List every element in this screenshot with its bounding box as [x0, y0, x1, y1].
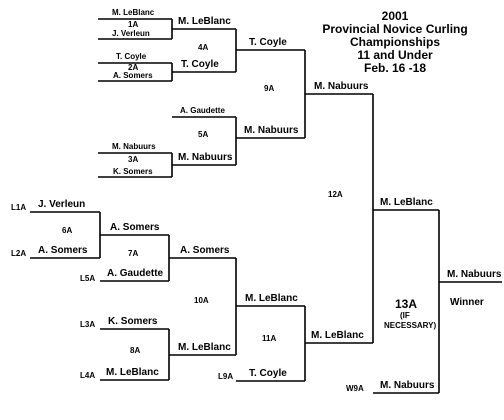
team-label: K. Somers — [108, 316, 158, 327]
source-label: W9A — [346, 384, 364, 393]
source-label: L5A — [80, 274, 96, 283]
game-label: 9A — [264, 84, 275, 93]
team-label: M. Nabuurs — [112, 142, 156, 151]
tournament-title: 2001 Provincial Novice Curling Champions… — [315, 10, 475, 75]
game-label: 7A — [128, 249, 139, 258]
title-year: 2001 — [381, 9, 409, 23]
source-label: L9A — [218, 372, 234, 381]
game-label: 1A — [128, 20, 139, 29]
title-event: Provincial Novice Curling — [322, 22, 468, 36]
game-winner-label: A. Somers — [180, 245, 230, 256]
team-label: M. LeBlanc — [106, 367, 159, 378]
game-winner-label: M. Nabuurs — [244, 125, 299, 136]
champion-label: M. Nabuurs — [447, 269, 502, 280]
game-winner-label: M. LeBlanc — [311, 330, 364, 341]
team-label: M. LeBlanc — [112, 8, 155, 17]
team-label: A. Somers — [38, 245, 88, 256]
title-championships: Championships — [349, 35, 440, 49]
team-label: M. Nabuurs — [380, 380, 435, 391]
team-label: A. Somers — [113, 71, 153, 80]
title-age-group: 11 and Under — [357, 48, 433, 62]
team-label: J. Verleun — [112, 29, 150, 38]
team-label: J. Verleun — [38, 199, 86, 210]
game-winner-label: T. Coyle — [181, 59, 219, 70]
team-label: A. Gaudette — [107, 268, 164, 279]
game-label: 5A — [198, 130, 209, 139]
game-winner-label: M. Nabuurs — [314, 81, 369, 92]
game-winner-label: M. LeBlanc — [380, 197, 433, 208]
game-label: 12A — [328, 190, 343, 199]
game-label: 6A — [62, 226, 73, 235]
game-winner-label: M. LeBlanc — [178, 342, 231, 353]
source-label: L3A — [80, 320, 96, 329]
game-label: 13A — [395, 297, 418, 311]
game-label: 10A — [194, 296, 209, 305]
title-dates: Feb. 16 -18 — [363, 61, 427, 75]
game-winner-label: A. Somers — [110, 222, 160, 233]
team-label: A. Gaudette — [180, 106, 225, 115]
game-note: NECESSARY) — [384, 321, 437, 330]
game-winner-label: T. Coyle — [249, 37, 287, 48]
source-label: L1A — [11, 203, 27, 212]
source-label: L2A — [11, 249, 27, 258]
team-label: T. Coyle — [116, 52, 147, 61]
game-label: 2A — [128, 63, 139, 72]
game-winner-label: M. LeBlanc — [245, 293, 298, 304]
game-winner-label: M. Nabuurs — [178, 152, 233, 163]
game-label: 4A — [198, 43, 209, 52]
team-label: T. Coyle — [249, 368, 287, 379]
team-label: K. Somers — [113, 167, 153, 176]
source-label: L4A — [80, 371, 96, 380]
game-winner-label: M. LeBlanc — [178, 16, 231, 27]
game-label: 11A — [262, 334, 277, 343]
game-note: (IF — [400, 311, 410, 320]
game-label: 8A — [130, 346, 141, 355]
game-label: 3A — [128, 155, 139, 164]
winner-caption: Winner — [450, 297, 484, 308]
